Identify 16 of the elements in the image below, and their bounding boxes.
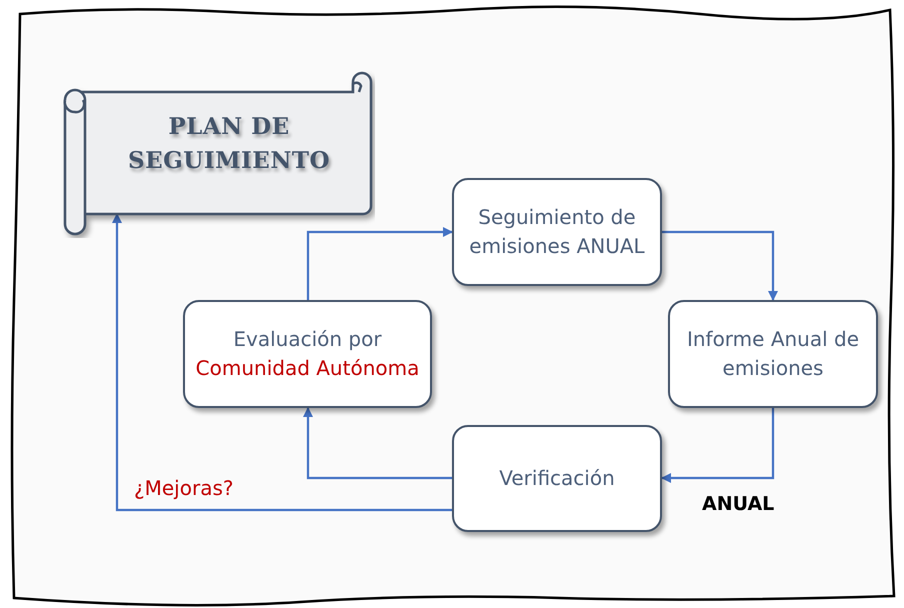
- process-box: [452, 425, 662, 532]
- process-box: [183, 300, 432, 408]
- arrow: [306, 227, 453, 300]
- box-text: Seguimiento de emisiones ANUAL: [468, 204, 646, 260]
- note-text: ANUAL: [702, 493, 774, 515]
- box-text: Evaluación por: [233, 326, 382, 353]
- arrow: [303, 407, 452, 480]
- scroll-title: PLAN DE SEGUIMIENTO: [126, 112, 332, 176]
- process-box: [452, 178, 662, 286]
- process-box: [668, 300, 878, 408]
- box-text: Verificación: [499, 465, 615, 492]
- box-text: Comunidad Autónoma: [196, 355, 420, 382]
- arrow: [112, 213, 452, 512]
- arrow: [662, 230, 778, 301]
- arrow: [661, 408, 774, 483]
- box-text: Informe Anual de emisiones: [686, 326, 860, 382]
